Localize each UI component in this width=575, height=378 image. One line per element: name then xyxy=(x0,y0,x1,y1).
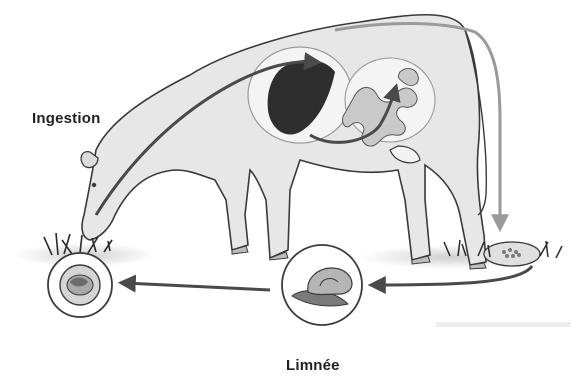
watermark-strip xyxy=(436,322,571,327)
snail-icon xyxy=(282,245,362,325)
egg-cell-icon xyxy=(48,253,112,317)
cow-eye xyxy=(92,183,96,187)
cycle-arrow-snail-to-egg xyxy=(125,283,270,290)
label-host-snail: Limnée xyxy=(286,357,340,374)
label-ingestion: Ingestion xyxy=(32,110,100,127)
